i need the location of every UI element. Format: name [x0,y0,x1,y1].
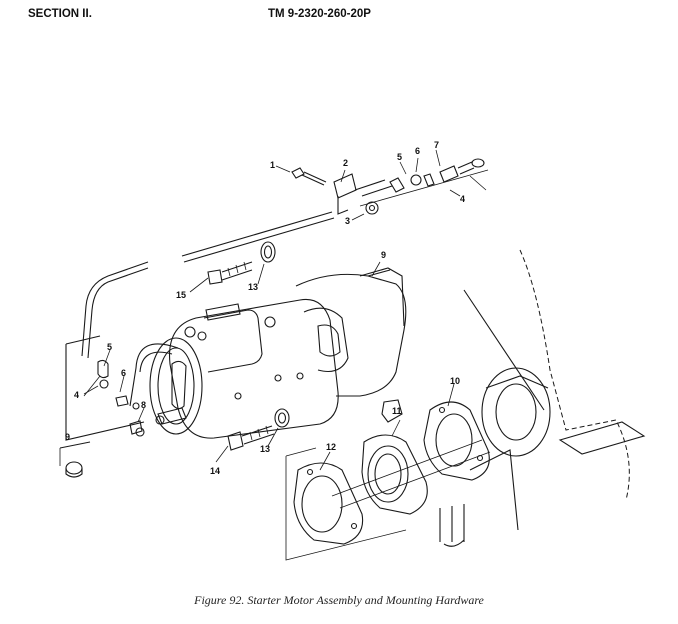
callout-5: 5 [397,152,402,162]
callout-12: 12 [326,442,336,452]
tm-number: TM 9-2320-260-20P [268,8,371,20]
callout-2: 2 [343,158,348,168]
callout-3: 3 [345,216,350,226]
starter-motor-diagram: 1 2 3 4 5 6 7 9 15 13 5 4 6 8 9 14 13 11… [59,140,646,561]
engine-mount-outline [439,249,646,547]
callout-13-lower: 13 [260,444,270,454]
callout-4-lower: 4 [74,390,79,400]
callout-7: 7 [434,140,439,150]
section-heading: SECTION II. [28,8,92,20]
cable-bracket-group [81,158,489,359]
callout-4: 4 [460,194,465,204]
leader-lines [83,149,461,471]
left-hardware-group [59,335,145,478]
callout-9-lower: 9 [65,432,70,442]
callout-8: 8 [141,400,146,410]
callout-14: 14 [210,466,220,476]
callout-15: 15 [176,290,186,300]
mounting-bolts-group [207,241,290,451]
callout-10: 10 [450,376,460,386]
mounting-plates-group [285,399,491,561]
callout-13: 13 [248,282,258,292]
callout-1: 1 [270,160,275,170]
callout-9: 9 [381,250,386,260]
callout-5-lower: 5 [107,342,112,352]
callout-11: 11 [392,406,402,416]
starter-motor-body [129,267,407,439]
callout-6: 6 [415,146,420,156]
callout-6-lower: 6 [121,368,126,378]
callout-labels: 1 2 3 4 5 6 7 9 15 13 5 4 6 8 9 14 13 11… [65,140,465,476]
figure-caption: Figure 92. Starter Motor Assembly and Mo… [194,593,484,607]
